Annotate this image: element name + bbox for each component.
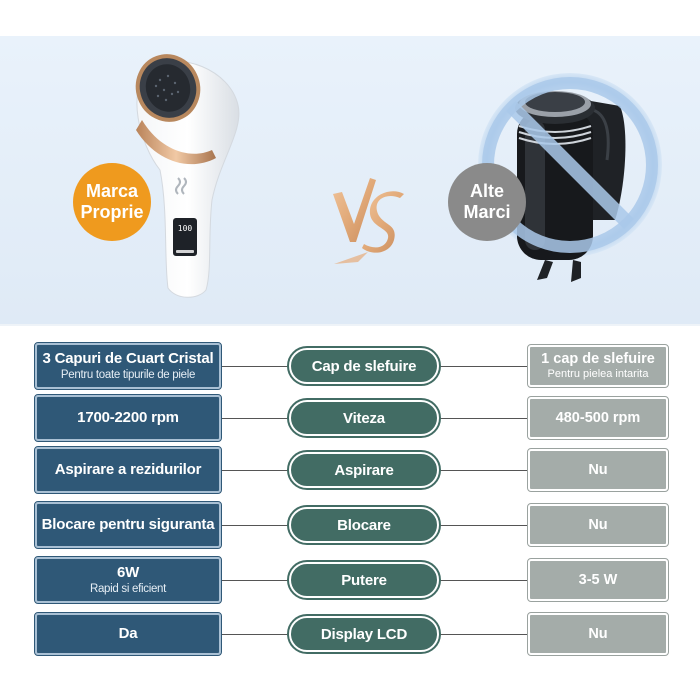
feature-label: Blocare: [287, 505, 441, 545]
own-brand-badge-line2: Proprie: [80, 202, 144, 222]
own-brand-cell: Aspirare a rezidurilor: [34, 446, 222, 494]
feature-label: Putere: [287, 560, 441, 600]
other-brands-cell-value: 480-500 rpm: [555, 409, 641, 426]
other-brands-cell: 3-5 W: [527, 558, 669, 602]
other-brands-cell-value: Nu: [588, 461, 608, 478]
row-connector-right: [439, 580, 528, 581]
versus-graphic: [333, 178, 404, 264]
device-display-readout: 100: [177, 224, 193, 233]
own-brand-cell-value: Blocare pentru siguranta: [41, 516, 215, 533]
own-brand-cell-note: Rapid si eficient: [89, 583, 167, 595]
own-brand-cell-value: Aspirare a rezidurilor: [54, 461, 202, 478]
other-brands-cell-value: 1 cap de slefuire: [541, 351, 655, 367]
own-brand-cell-value: Da: [118, 625, 138, 642]
other-brands-cell: Nu: [527, 448, 669, 492]
row-connector-left: [221, 580, 289, 581]
own-brand-device-image: [135, 54, 240, 298]
own-brand-badge-line1: Marca: [85, 181, 139, 201]
row-connector-right: [439, 634, 528, 635]
hero-divider: [0, 324, 700, 326]
other-brands-cell-note: Pentru pielea intarita: [547, 368, 649, 380]
own-brand-badge: Marca Proprie: [73, 163, 151, 241]
other-brands-cell: Nu: [527, 612, 669, 656]
feature-label: Viteza: [287, 398, 441, 438]
row-connector-left: [221, 525, 289, 526]
other-brands-cell: 480-500 rpm: [527, 396, 669, 440]
own-brand-cell: 1700-2200 rpm: [34, 394, 222, 442]
own-brand-cell: Blocare pentru siguranta: [34, 501, 222, 549]
own-brand-cell-value: 1700-2200 rpm: [77, 409, 179, 426]
own-brand-cell-value: 3 Capuri de Cuart Cristal: [42, 350, 214, 367]
row-connector-right: [439, 366, 528, 367]
other-brands-badge: Alte Marci: [448, 163, 526, 241]
row-connector-right: [439, 418, 528, 419]
top-margin: [0, 0, 700, 36]
row-connector-left: [221, 366, 289, 367]
row-connector-left: [221, 634, 289, 635]
other-brands-cell: Nu: [527, 503, 669, 547]
own-brand-cell: 6W Rapid si eficient: [34, 556, 222, 604]
own-brand-cell-note: Pentru toate tipurile de piele: [60, 369, 196, 381]
own-brand-cell-value: 6W: [116, 564, 140, 581]
row-connector-left: [221, 418, 289, 419]
feature-label: Aspirare: [287, 450, 441, 490]
own-brand-cell: Da: [34, 612, 222, 656]
row-connector-right: [439, 470, 528, 471]
other-brands-cell-value: Nu: [588, 625, 608, 642]
other-brands-badge-line1: Alte: [469, 181, 504, 201]
row-connector-left: [221, 470, 289, 471]
other-brands-badge-line2: Marci: [463, 202, 511, 222]
feature-label: Display LCD: [287, 614, 441, 654]
row-connector-right: [439, 525, 528, 526]
other-brands-cell-value: Nu: [588, 516, 608, 533]
other-brands-cell-value: 3-5 W: [578, 571, 618, 588]
feature-label: Cap de slefuire: [287, 346, 441, 386]
